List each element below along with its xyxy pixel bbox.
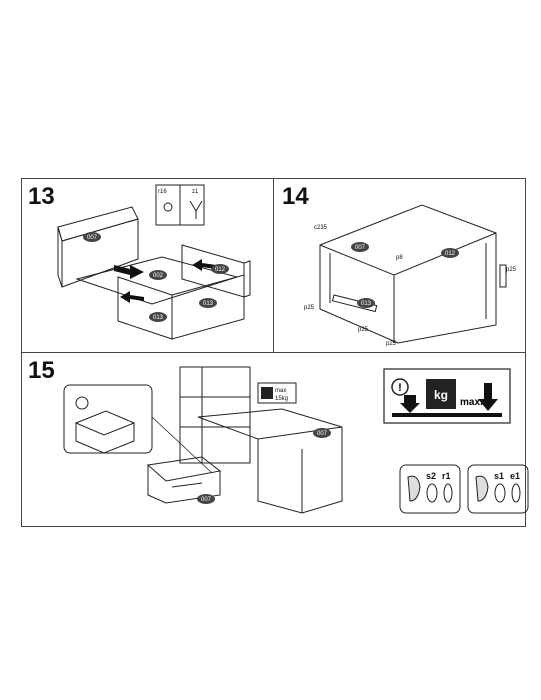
svg-text:kg: kg	[434, 388, 448, 402]
hint-box-s2-r1: s2 r1	[399, 464, 461, 514]
step-14-number: 14	[282, 183, 309, 210]
hint-box-s1-e1: s1 e1	[467, 464, 529, 514]
svg-text:s2: s2	[426, 471, 436, 481]
svg-text:15kg: 15kg	[275, 396, 288, 402]
svg-text:012: 012	[215, 267, 226, 273]
svg-text:r1: r1	[442, 471, 451, 481]
svg-text:r16: r16	[158, 189, 167, 195]
svg-text:007: 007	[87, 235, 98, 241]
step-15-number: 15	[28, 357, 55, 384]
svg-text:max: max	[275, 388, 286, 394]
svg-text:s1: s1	[494, 471, 504, 481]
kg-weight-icon	[261, 387, 273, 399]
instruction-sheet: 13 0	[21, 178, 529, 527]
fitting-label-p8: p8	[396, 255, 403, 261]
part-label-012: 012	[441, 248, 459, 258]
max-load-warning: ! kg max.	[383, 368, 511, 424]
part-label-012: 012	[211, 264, 229, 274]
step-14-drawing: 007 012 013 c235 p8 p25 p25 p25 p25	[304, 204, 517, 347]
part-label-013b: 013	[149, 312, 167, 322]
svg-text:007: 007	[355, 245, 366, 251]
kg-weight-icon	[426, 379, 456, 409]
max-weight-badge: max 15kg	[257, 382, 297, 404]
svg-text:007: 007	[201, 497, 212, 503]
drawer-rail	[499, 264, 507, 288]
thumb-icon	[407, 475, 421, 502]
part-label-007: 007	[197, 494, 215, 504]
rail-detail-inset	[63, 384, 153, 454]
fitting-label-p25: p25	[506, 267, 517, 273]
step-14-panel: 14 007 012 013 c235	[274, 179, 525, 353]
svg-text:z1: z1	[192, 189, 199, 195]
step-13-number: 13	[28, 183, 55, 210]
svg-text:013: 013	[203, 301, 214, 307]
part-label-013: 013	[357, 298, 375, 308]
thumb-icon	[475, 475, 489, 502]
drawer-rail	[331, 294, 378, 313]
fitting-label-p25: p25	[304, 305, 315, 311]
part-label-007b: 007	[313, 428, 331, 438]
arrow-icon	[400, 395, 420, 413]
step-15-panel: 15 007	[22, 353, 529, 526]
svg-text:013: 013	[153, 315, 164, 321]
part-label-007: 007	[83, 232, 101, 242]
exclamation-icon	[391, 378, 409, 396]
fitting-label-p25: p25	[386, 341, 397, 347]
arrow-icon	[192, 259, 216, 271]
step-13-drawing: 007 002 012 013 013 r16 z1	[57, 184, 251, 340]
svg-text:e1: e1	[510, 471, 520, 481]
step-13-panel: 13 0	[22, 179, 274, 353]
arrow-icon	[478, 383, 498, 411]
svg-text:max.: max.	[460, 397, 483, 408]
part-label-002: 002	[149, 270, 167, 280]
svg-text:002: 002	[153, 273, 164, 279]
fitting-label-c235: c235	[314, 225, 328, 231]
arrow-icon	[114, 265, 144, 279]
svg-text:007: 007	[317, 431, 328, 437]
svg-text:012: 012	[445, 251, 456, 257]
arrow-icon	[120, 291, 144, 303]
svg-text:013: 013	[361, 301, 372, 307]
svg-text:!: !	[398, 382, 402, 394]
part-label-007: 007	[351, 242, 369, 252]
step-15-drawing: 007 007 max 15kg ! kg max.	[63, 366, 529, 514]
fitting-label-p25: p25	[358, 327, 369, 333]
part-label-013: 013	[199, 298, 217, 308]
